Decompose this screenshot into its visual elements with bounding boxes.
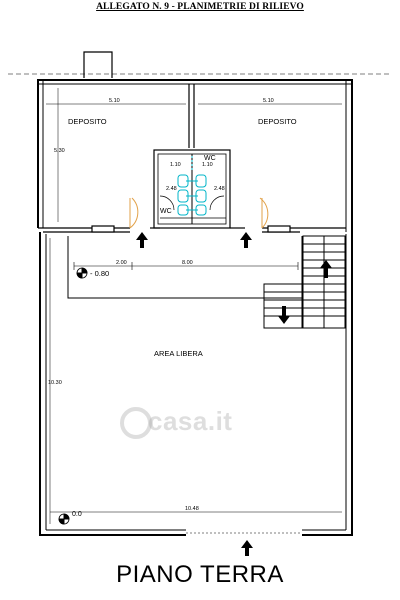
room-label-deposito-right: DEPOSITO [258,117,297,126]
dim-area-height: 10.30 [48,380,62,386]
chimney-block [83,51,113,78]
staircase [263,235,346,329]
dim-width-left-room: 5.10 [109,98,120,104]
dim-area-width: 10.48 [185,506,199,512]
down-arrow-stair [278,306,290,324]
level-marker-upper [76,267,88,279]
dim-wc-height-right: 2.48 [214,186,225,192]
level-label-ground: 0.0 [72,511,82,518]
watermark-text: casa.it [148,406,233,436]
dim-height-rooms: 5.30 [54,148,65,154]
dimension-lines [46,88,342,524]
door-swings [129,197,269,229]
up-arrow-stair [320,260,332,278]
outer-walls [37,79,353,536]
room-label-area-libera: AREA LIBERA [154,349,203,358]
sanitary-fixtures [177,156,207,216]
up-arrow-left [136,232,148,248]
wc-door-swings [159,195,225,211]
level-label-upper: - 0.80 [90,269,109,278]
dim-wc-width-right: 1.10 [202,162,213,168]
corridor-outline [67,236,303,299]
room-label-wc-left: WC [160,208,172,215]
room-label-deposito-left: DEPOSITO [68,117,107,126]
entrance-arrow [241,540,253,556]
corridor-dim-line [73,262,299,270]
document-header: ALLEGATO N. 9 - PLANIMETRIE DI RILIEVO [96,2,304,12]
dim-corridor-length: 8.00 [182,260,193,266]
floor-title: PIANO TERRA [116,561,284,588]
watermark-logo-icon [120,407,152,439]
dim-corridor-offset: 2.00 [116,260,127,266]
up-arrow-right [240,232,252,248]
room-label-wc-right: WC [204,155,216,162]
dim-wc-height-left: 2.48 [166,186,177,192]
level-marker-ground [58,513,70,525]
dim-width-right-room: 5.10 [263,98,274,104]
dim-wc-width-left: 1.10 [170,162,181,168]
